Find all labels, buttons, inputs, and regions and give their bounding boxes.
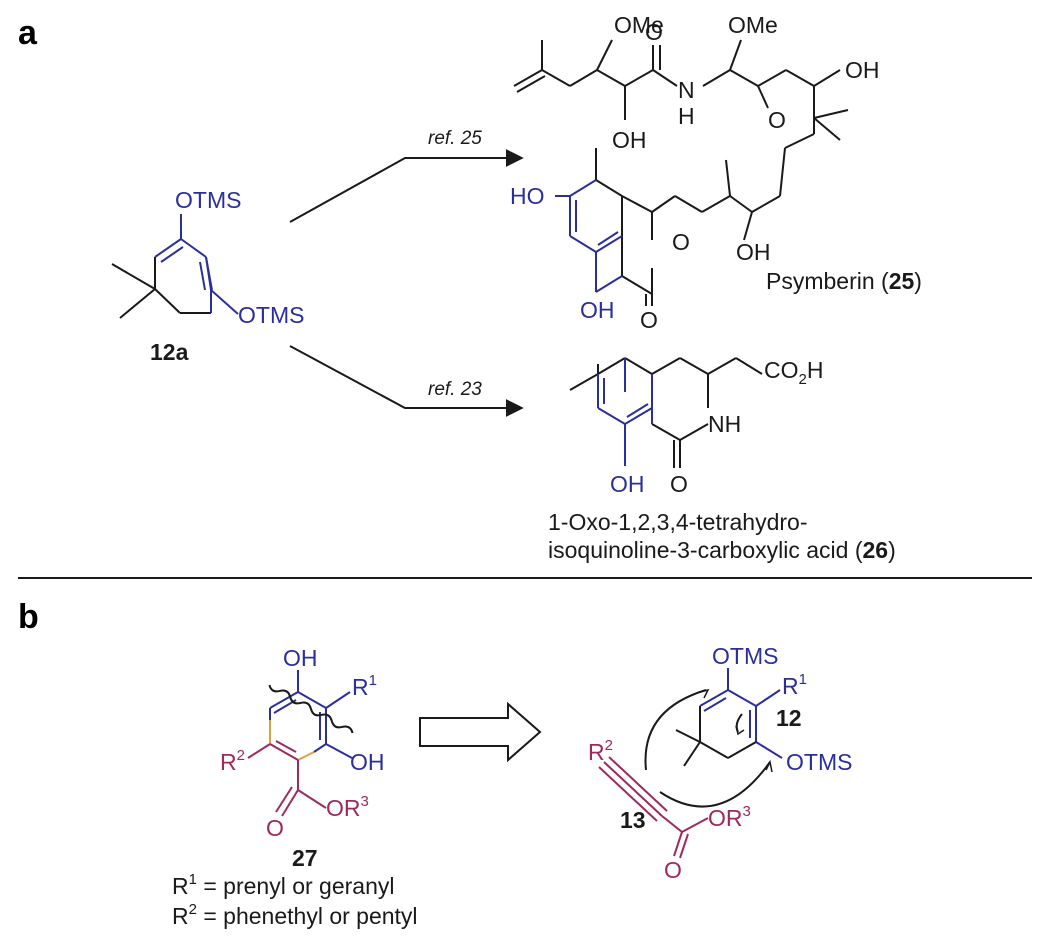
27-or3: OR3	[326, 793, 369, 821]
psymberin-name-text: Psymberin (	[766, 268, 889, 294]
compound-26	[569, 357, 763, 468]
12-otms-top: OTMS	[712, 643, 778, 669]
26-close-paren: )	[888, 537, 896, 563]
27-o-carbonyl: O	[266, 815, 284, 841]
psymberin-h: H	[678, 103, 695, 129]
26-o-carbonyl: O	[670, 471, 688, 497]
27-or3-or: OR	[326, 795, 361, 821]
psymberin-oh-chain: OH	[736, 239, 771, 265]
12a-otms-bottom: OTMS	[238, 302, 304, 328]
12-r1-r: R	[782, 673, 799, 699]
compound-12a	[111, 214, 239, 319]
27-def2-text: = phenethyl or pentyl	[197, 903, 418, 929]
psymberin-ome-1: OMe	[614, 12, 664, 38]
psymberin-name: Psymberin (25)	[766, 268, 922, 294]
compound-label-12a: 12a	[150, 339, 189, 365]
psymberin-ome-2: OMe	[728, 12, 778, 38]
13-or3-sup: 3	[743, 803, 751, 820]
12-otms-bottom: OTMS	[786, 749, 852, 775]
27-def1-sup: 1	[189, 871, 197, 888]
arrow-to-26	[289, 345, 524, 417]
compound-psymberin	[513, 39, 849, 306]
retrosynthesis-arrow	[419, 701, 542, 763]
27-r2: R2	[220, 747, 245, 775]
psymberin-oh-amide: OH	[612, 127, 647, 153]
13-r2: R2	[588, 737, 613, 765]
27-r1-r: R	[352, 674, 369, 700]
27-definition-r2: R2 = phenethyl or pentyl	[172, 901, 418, 929]
psymberin-close-paren: )	[914, 268, 922, 294]
compound-label-12: 12	[776, 705, 802, 731]
27-oh-top: OH	[283, 645, 318, 671]
reagent-ref-23: ref. 23	[428, 379, 482, 400]
27-def2-sup: 2	[189, 901, 197, 918]
27-r2-r: R	[220, 749, 237, 775]
arrow-to-psymberin	[289, 149, 524, 223]
26-co2h-sub: 2	[799, 371, 807, 388]
27-def1-r: R	[172, 873, 189, 899]
26-co2h-co: CO	[764, 357, 799, 383]
psymberin-o-carbonyl: O	[645, 19, 663, 45]
27-oh-right: OH	[350, 749, 385, 775]
panel-label-b: b	[18, 598, 39, 636]
compound-label-13: 13	[620, 807, 646, 833]
26-name-line-1: 1-Oxo-1,2,3,4-tetrahydro-	[548, 509, 808, 535]
26-co2h-h: H	[807, 357, 824, 383]
13-or3: OR3	[708, 803, 751, 831]
reagent-ref-25: ref. 25	[428, 128, 482, 149]
compound-27	[247, 670, 354, 817]
panel-label-a: a	[18, 14, 38, 52]
12a-otms-top: OTMS	[175, 187, 241, 213]
13-o-carbonyl: O	[664, 857, 682, 883]
27-def1-text: = prenyl or geranyl	[197, 873, 395, 899]
psymberin-oh-right: OH	[845, 57, 880, 83]
13-or3-or: OR	[708, 805, 743, 831]
26-name-line-2: isoquinoline-3-carboxylic acid (26)	[548, 537, 896, 563]
psymberin-o-ring: O	[768, 107, 786, 133]
26-oh: OH	[610, 471, 645, 497]
13-r2-sup: 2	[605, 737, 613, 754]
psymberin-o-lactone: O	[672, 229, 690, 255]
compound-13	[598, 756, 709, 859]
compound-label-27: 27	[292, 845, 318, 871]
27-r2-sup: 2	[237, 747, 245, 764]
27-r1: R1	[352, 672, 377, 700]
27-def2-r: R	[172, 903, 189, 929]
psymberin-oh-arene: OH	[580, 297, 615, 323]
27-or3-sup: 3	[361, 793, 369, 810]
27-definition-r1: R1 = prenyl or geranyl	[172, 871, 395, 899]
psymberin-number: 25	[889, 268, 915, 294]
psymberin-n: N	[678, 77, 695, 103]
psymberin-ho-arene: HO	[510, 183, 545, 209]
12-r1: R1	[782, 671, 807, 699]
psymberin-o-carbonyl-lactone: O	[640, 307, 658, 333]
26-name-text: isoquinoline-3-carboxylic acid (	[548, 537, 863, 563]
26-number: 26	[862, 537, 888, 563]
27-r1-sup: 1	[369, 672, 377, 689]
13-r2-r: R	[588, 739, 605, 765]
26-co2h: CO2H	[764, 357, 823, 388]
compound-12	[644, 668, 783, 808]
26-nh: NH	[708, 411, 741, 437]
12-r1-sup: 1	[799, 671, 807, 688]
